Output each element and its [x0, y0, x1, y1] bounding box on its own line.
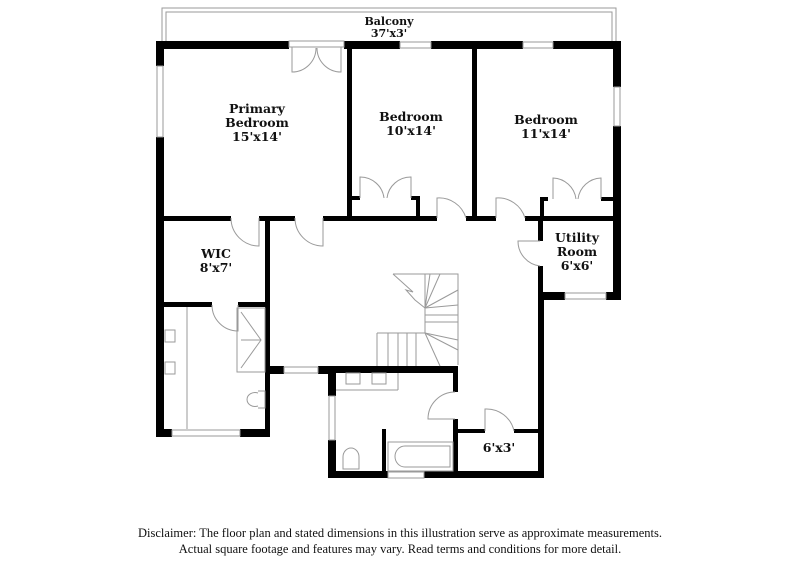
room-label-balcony: Balcony 37'x3' [364, 16, 413, 40]
room-dims: 6'x6' [560, 258, 594, 273]
room-name: Room [556, 244, 598, 259]
room-name: Bedroom [514, 112, 578, 127]
disclaimer-line-1: Disclaimer: The floor plan and stated di… [138, 526, 662, 540]
room-name: WIC [201, 246, 231, 261]
room-label-bedroom-3: Bedroom 11'x14' [514, 113, 578, 141]
room-dims: 6'x3' [482, 440, 516, 455]
room-dims: 15'x14' [232, 129, 282, 144]
room-name: Primary [229, 101, 285, 116]
fixtures [164, 273, 459, 472]
balcony [161, 7, 617, 42]
room-label-primary-bedroom: Primary Bedroom 15'x14' [225, 102, 289, 144]
room-dims: 37'x3' [370, 27, 408, 40]
room-name: Bedroom [225, 115, 289, 130]
room-label-wic: WIC 8'x7' [200, 247, 233, 275]
room-label-utility-room: Utility Room 6'x6' [555, 231, 599, 273]
room-dims: 8'x7' [199, 260, 233, 275]
room-label-bedroom-2: Bedroom 10'x14' [379, 110, 443, 138]
room-dims: 11'x14' [521, 126, 571, 141]
room-label-closet: 6'x3' [483, 441, 516, 455]
walls [156, 41, 621, 478]
disclaimer-line-2: Actual square footage and features may v… [178, 542, 622, 556]
room-dims: 10'x14' [386, 123, 436, 138]
staircase [376, 273, 459, 367]
room-name: Bedroom [379, 109, 443, 124]
windows [156, 41, 621, 479]
room-name: Balcony [364, 15, 414, 28]
room-name: Utility [555, 230, 599, 245]
disclaimer: Disclaimer: The floor plan and stated di… [0, 525, 800, 557]
